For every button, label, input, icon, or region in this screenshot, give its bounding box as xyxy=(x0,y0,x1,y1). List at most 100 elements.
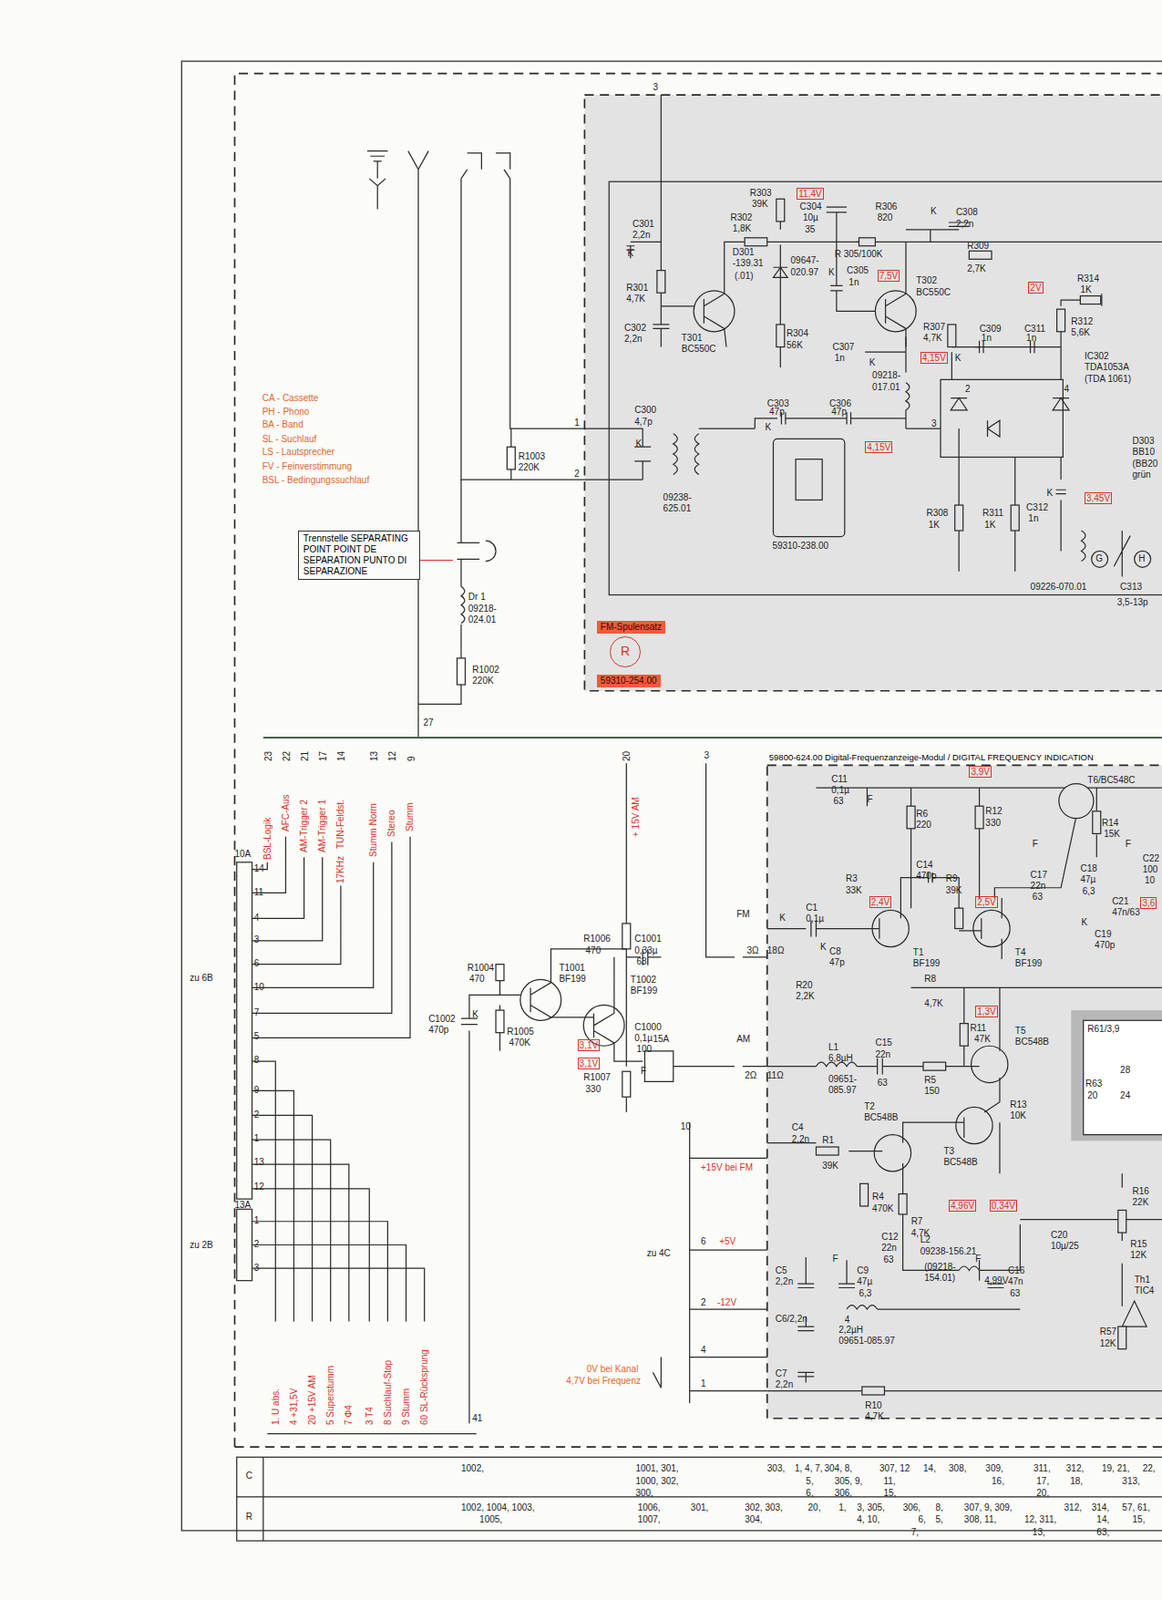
component-label: 10A xyxy=(234,848,251,859)
component-label: 5 xyxy=(254,1030,260,1041)
component-label: R4 xyxy=(872,1191,885,1202)
component-label: 10 xyxy=(680,1120,691,1132)
component-label: R7 xyxy=(911,1215,924,1226)
component-label: R9 xyxy=(946,873,958,884)
component-label: 301, xyxy=(690,1501,709,1512)
component-label: C6/2,2n xyxy=(775,1313,808,1324)
component-label: 09218- xyxy=(872,370,901,381)
component-label: 1 xyxy=(254,1214,260,1225)
component-label: G xyxy=(1095,553,1103,564)
note-box: Trennstelle SEPARATING POINT POINT DE SE… xyxy=(298,530,421,580)
component-label: R303 xyxy=(750,187,772,198)
component-label: R1 xyxy=(822,1134,834,1145)
component-label: 17, xyxy=(1036,1475,1049,1486)
module-region: FM-Spulensatz59310-254.00R xyxy=(584,94,1162,691)
component-label: 4,7K xyxy=(864,1410,885,1421)
component-label: R307 xyxy=(923,321,946,332)
component-label: 15A xyxy=(652,1033,669,1044)
component-label: R5 xyxy=(924,1074,936,1085)
component-label: 5, xyxy=(805,1475,813,1486)
component-label: R61/3,9 xyxy=(1087,1023,1120,1034)
component-label: FM xyxy=(736,908,750,919)
component-label: C8 xyxy=(829,946,842,957)
component-label: BB10 xyxy=(1132,446,1155,457)
component-label: K xyxy=(635,438,642,449)
component-label: 3, 305, xyxy=(856,1501,885,1512)
component-label: 47µ xyxy=(1079,874,1096,885)
component-label: 47p xyxy=(829,956,845,967)
component-label: T3 xyxy=(943,1145,955,1156)
component-label: K xyxy=(869,357,876,368)
component-label: C1000 xyxy=(634,1021,661,1032)
component-label: 41 xyxy=(472,1412,483,1423)
component-label: AM xyxy=(736,1033,751,1044)
component-label: 09647- xyxy=(791,255,820,266)
component-label: R1007 xyxy=(583,1071,610,1082)
component-label: K xyxy=(820,941,827,952)
component-label: C22 xyxy=(1142,853,1160,864)
component-label: 10 xyxy=(254,981,265,992)
component-label: R311 xyxy=(982,507,1004,518)
component-label: R1003 xyxy=(518,451,546,462)
component-label: 4,7p xyxy=(634,416,652,427)
component-label: 22n xyxy=(881,1242,897,1253)
component-label: 304, 8, xyxy=(823,1462,853,1473)
component-label: C1001 xyxy=(634,933,661,944)
component-label: 1002, 1004, 1003, xyxy=(461,1501,535,1512)
component-label: 3 xyxy=(652,82,659,93)
component-label: 4 xyxy=(700,1344,707,1355)
component-label: 2 xyxy=(700,1296,707,1307)
component-label: PH - Phono xyxy=(262,406,310,417)
component-label: 63 xyxy=(883,1254,894,1265)
component-label: K xyxy=(627,247,634,258)
component-label: R308 xyxy=(925,507,948,518)
component-label: 12 xyxy=(254,1181,265,1192)
component-label: 0,34V xyxy=(989,1199,1018,1212)
component-label: 6,3 xyxy=(1082,885,1096,896)
component-label: T301 xyxy=(681,332,703,343)
component-label: C7 xyxy=(775,1367,788,1378)
component-label: R57 xyxy=(1100,1326,1117,1337)
component-label: R306 xyxy=(874,201,897,212)
component-label: 3,1V xyxy=(577,1057,601,1070)
component-label: 2,4V xyxy=(869,895,893,908)
component-label: 303, xyxy=(767,1462,785,1473)
component-label: C307 xyxy=(832,341,854,352)
component-label: C11 xyxy=(831,773,848,784)
component-label: K xyxy=(765,421,772,432)
rotated-signal-label: AM-Trigger 2 xyxy=(298,799,309,853)
component-label: 1005, xyxy=(479,1513,503,1524)
rotated-signal-label: 23 xyxy=(263,750,274,761)
component-label: +15V bei FM xyxy=(700,1162,753,1173)
component-label: K xyxy=(1081,916,1089,927)
component-label: -12V xyxy=(717,1296,737,1307)
component-label: 3,45V xyxy=(1084,492,1112,504)
component-label: 9 xyxy=(254,1084,260,1095)
component-label: 6,8µH xyxy=(828,1052,854,1063)
component-label: 3,1V xyxy=(577,1038,601,1051)
component-label: 20, xyxy=(1036,1487,1049,1498)
rotated-signal-label: 9 Stumm xyxy=(401,1388,412,1425)
component-label: C21 xyxy=(1111,895,1129,906)
component-label: 100 xyxy=(637,1043,653,1054)
component-label: 63 xyxy=(833,795,844,806)
component-label: 47n xyxy=(1007,1275,1024,1286)
component-label: C xyxy=(246,1470,253,1481)
component-label: 18Ω xyxy=(767,945,785,956)
rotated-signal-label: Stumm Norm xyxy=(368,802,379,857)
component-label: 63 xyxy=(877,1077,888,1088)
component-label: 1, 4, 7, xyxy=(794,1462,823,1473)
rotated-signal-label: 9 xyxy=(406,756,417,762)
component-label: C1 xyxy=(805,902,818,913)
rotated-signal-label: 14 xyxy=(336,750,347,761)
component-label: BA - Band xyxy=(262,419,304,430)
component-label: C4 xyxy=(791,1121,804,1132)
component-label: F xyxy=(640,1065,647,1076)
component-label: 47K xyxy=(974,1033,991,1044)
component-label: T2 xyxy=(863,1100,875,1111)
component-label: 306, xyxy=(903,1501,921,1512)
component-label: 312, xyxy=(1066,1462,1084,1473)
component-label: K xyxy=(930,205,937,216)
